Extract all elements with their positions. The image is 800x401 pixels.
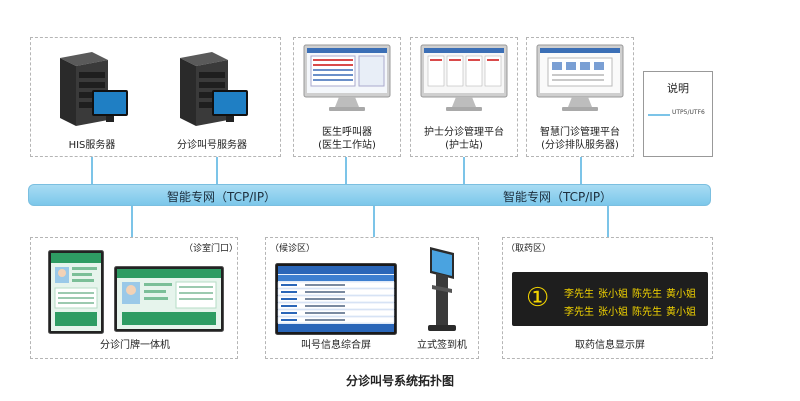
smart-platform-label-2: (分诊排队服务器) bbox=[541, 140, 619, 151]
patient-name: 李先生 bbox=[564, 307, 594, 318]
kiosk-icon bbox=[428, 247, 456, 331]
network-bus: 智能专网（TCP/IP） 智能专网（TCP/IP） bbox=[28, 184, 711, 206]
queue-server-label: 分诊叫号服务器 bbox=[177, 140, 247, 151]
nurse-platform-label-2: (护士站) bbox=[445, 140, 483, 151]
pharmacy-row-2: 李先生张小姐陈先生黄小姐 bbox=[564, 303, 700, 318]
kiosk-label: 立式签到机 bbox=[417, 340, 467, 351]
doctor-caller-label-2: (医生工作站) bbox=[318, 140, 376, 151]
server-group-box bbox=[30, 37, 281, 157]
connector-smart bbox=[580, 157, 582, 184]
queue-server-icon bbox=[180, 52, 248, 126]
door-terminal-portrait-icon bbox=[48, 250, 104, 334]
legend-title: 说明 bbox=[667, 82, 689, 95]
connector-waiting-area bbox=[373, 206, 375, 237]
nurse-monitor-icon bbox=[420, 44, 508, 111]
nurse-platform-box bbox=[410, 37, 518, 157]
diagram-caption: 分诊叫号系统拓扑图 bbox=[345, 374, 454, 388]
info-screen-icon bbox=[275, 263, 397, 335]
patient-name: 黄小姐 bbox=[666, 289, 696, 300]
pharmacy-box bbox=[502, 237, 713, 359]
zone-clinic-door: （诊室门口） bbox=[184, 244, 239, 254]
pharmacy-row-1: 李先生张小姐陈先生黄小姐 bbox=[564, 285, 700, 300]
bus-label-right: 智能专网（TCP/IP） bbox=[503, 190, 613, 204]
bus-label-left: 智能专网（TCP/IP） bbox=[167, 190, 277, 204]
patient-name: 张小姐 bbox=[598, 289, 628, 300]
connector-doctor bbox=[345, 157, 347, 184]
nurse-platform-label-1: 护士分诊管理平台 bbox=[424, 127, 504, 138]
patient-name: 李先生 bbox=[564, 289, 594, 300]
info-screen-label: 叫号信息综合屏 bbox=[301, 340, 371, 351]
zone-waiting-area: （候诊区） bbox=[270, 244, 316, 254]
his-server-icon bbox=[60, 52, 128, 126]
legend-line bbox=[648, 114, 670, 116]
pharmacy-display: ① 李先生张小姐陈先生黄小姐 李先生张小姐陈先生黄小姐 bbox=[512, 272, 708, 326]
connector-his bbox=[91, 157, 93, 184]
waiting-area-box bbox=[265, 237, 479, 359]
connector-pharmacy bbox=[607, 206, 609, 237]
doctor-monitor-icon bbox=[303, 44, 391, 111]
smart-monitor-icon bbox=[536, 44, 624, 111]
connector-nurse bbox=[463, 157, 465, 184]
legend-box: 说明 UTP5/UTF6 bbox=[643, 71, 713, 157]
smart-platform-label-1: 智慧门诊管理平台 bbox=[540, 127, 620, 138]
doctor-caller-label-1: 医生呼叫器 bbox=[322, 127, 372, 138]
his-server-label: HIS服务器 bbox=[68, 140, 116, 151]
pharmacy-window-number: ① bbox=[526, 283, 550, 313]
pharmacy-screen-label: 取药信息显示屏 bbox=[575, 340, 645, 351]
patient-name: 陈先生 bbox=[632, 307, 662, 318]
clinic-door-box bbox=[30, 237, 238, 359]
zone-pharmacy: （取药区） bbox=[506, 244, 552, 254]
smart-platform-box bbox=[526, 37, 634, 157]
patient-name: 黄小姐 bbox=[666, 307, 696, 318]
connector-queue-server bbox=[216, 157, 218, 184]
patient-name: 张小姐 bbox=[598, 307, 628, 318]
door-terminal-landscape-icon bbox=[114, 266, 224, 332]
doctor-caller-box bbox=[293, 37, 401, 157]
door-terminal-label: 分诊门牌一体机 bbox=[100, 340, 170, 351]
legend-line-label: UTP5/UTF6 bbox=[672, 109, 705, 116]
connector-door-terminal bbox=[131, 206, 133, 237]
patient-name: 陈先生 bbox=[632, 289, 662, 300]
